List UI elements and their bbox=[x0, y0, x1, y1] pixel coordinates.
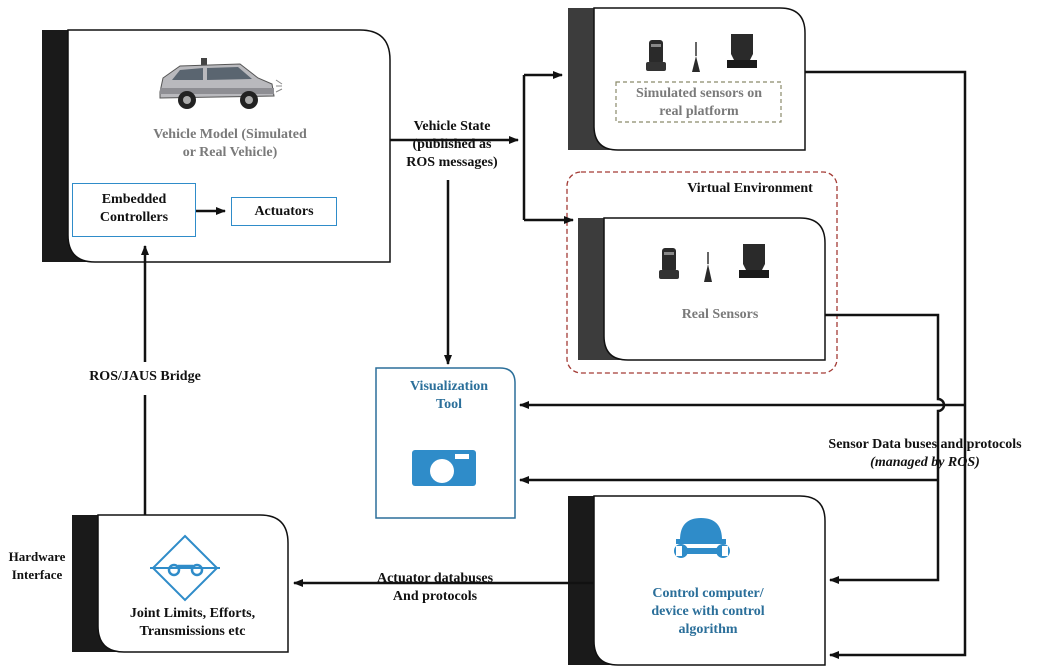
hardware-interface-side-label: Hardware Interface bbox=[8, 549, 66, 582]
photo-camera-icon bbox=[412, 450, 476, 486]
visualization-tool-block bbox=[375, 367, 516, 519]
actuators-box bbox=[231, 197, 337, 226]
virtual-environment-label: Virtual Environment bbox=[687, 181, 813, 196]
sim-sensor-bus-line bbox=[805, 70, 967, 659]
control-computer-block bbox=[568, 495, 826, 666]
simulated-sensors-block bbox=[568, 7, 806, 151]
lidar-icon bbox=[646, 40, 666, 71]
vehicle-model-title: Vehicle Model (Simulated or Real Vehicle… bbox=[153, 127, 307, 160]
car-icon bbox=[159, 58, 283, 109]
real-sensors-label: Real Sensors bbox=[681, 307, 759, 322]
real-sensor-bus-line bbox=[825, 313, 946, 584]
virtual-environment-border bbox=[566, 171, 838, 374]
lidar-icon bbox=[659, 248, 679, 279]
hardware-interface-label: Joint Limits, Efforts, Transmissions etc bbox=[129, 606, 256, 639]
actuator-bus-label: Actuator databuses And protocols bbox=[376, 571, 494, 604]
real-sensors-block bbox=[578, 217, 826, 361]
simulated-sensors-dashed-box bbox=[615, 81, 782, 123]
hardhat-wrench-icon bbox=[674, 518, 730, 558]
joint-valve-icon bbox=[150, 534, 220, 602]
actuators-label: Actuators bbox=[254, 204, 314, 219]
simulated-sensors-label: Simulated sensors on real platform bbox=[635, 86, 763, 119]
camera-sensor-icon bbox=[739, 244, 769, 278]
antenna-icon bbox=[704, 252, 712, 282]
ros-jaus-bridge-label: ROS/JAUS Bridge bbox=[89, 369, 201, 384]
hardware-interface-block bbox=[72, 514, 289, 653]
embedded-controllers-label: Embedded Controllers bbox=[99, 192, 169, 225]
visualization-tool-label: Visualization Tool bbox=[409, 379, 489, 412]
antenna-icon bbox=[692, 42, 700, 72]
sensor-data-bus-label: Sensor Data buses and protocols (managed… bbox=[828, 437, 1022, 470]
embedded-controllers-box bbox=[72, 183, 196, 237]
camera-sensor-icon bbox=[727, 34, 757, 68]
control-computer-label: Control computer/ device with control al… bbox=[651, 586, 765, 637]
vehicle-state-label: Vehicle State (published as ROS messages… bbox=[406, 119, 498, 170]
